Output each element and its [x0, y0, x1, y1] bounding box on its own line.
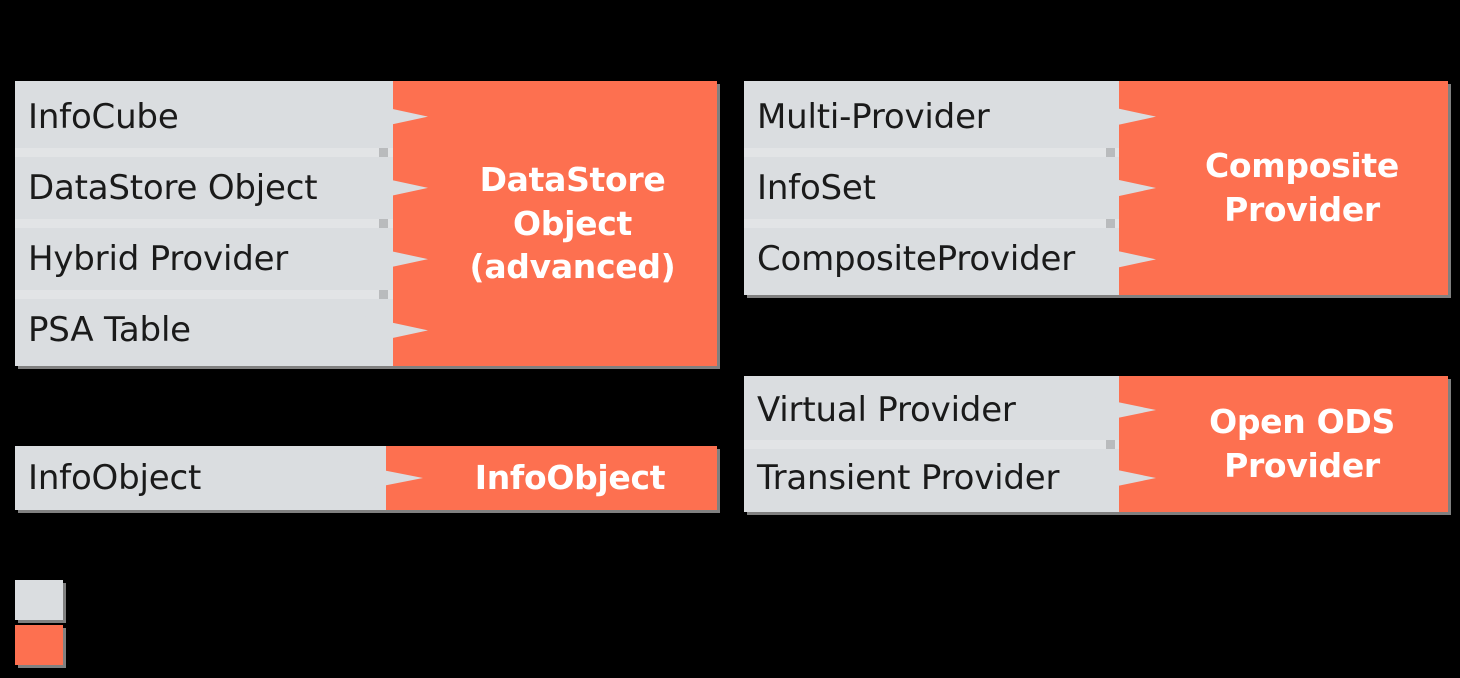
source-label: Hybrid Provider — [28, 239, 289, 280]
source-list-composite: Multi-Provider InfoSet CompositeProvider — [757, 81, 1117, 295]
source-label: DataStore Object — [28, 167, 318, 208]
source-item[interactable]: InfoSet — [757, 152, 1117, 223]
block-datastore-object-advanced[interactable]: InfoCube DataStore Object Hybrid Provide… — [15, 81, 717, 366]
target-label-datastore: DataStore Object (advanced) — [469, 160, 676, 287]
source-item[interactable]: InfoObject — [28, 446, 383, 510]
block-infoobject[interactable]: InfoObject InfoObject — [15, 446, 717, 510]
target-label-composite: Composite Provider — [1205, 146, 1399, 229]
source-label: CompositeProvider — [757, 239, 1076, 280]
source-label: Virtual Provider — [757, 390, 1016, 430]
legend-swatch-source — [15, 580, 63, 620]
source-item[interactable]: PSA Table — [28, 295, 388, 366]
target-panel-composite — [1119, 81, 1448, 295]
chevron-column-composite — [744, 81, 1156, 295]
source-item[interactable]: Virtual Provider — [757, 376, 1117, 444]
target-panel-datastore — [393, 81, 717, 366]
source-list-datastore: InfoCube DataStore Object Hybrid Provide… — [28, 81, 388, 366]
block-open-ods-provider[interactable]: Virtual Provider Transient Provider Open… — [744, 376, 1448, 512]
source-item[interactable]: InfoCube — [28, 81, 388, 152]
target-panel-infoobject — [386, 446, 717, 510]
legend-swatch-target — [15, 625, 63, 665]
target-label-openods: Open ODS Provider — [1209, 402, 1395, 485]
legend — [15, 580, 63, 665]
chevron-column-datastore — [15, 81, 428, 366]
source-label: Multi-Provider — [757, 96, 990, 137]
source-item[interactable]: Multi-Provider — [757, 81, 1117, 152]
block-composite-provider[interactable]: Multi-Provider InfoSet CompositeProvider… — [744, 81, 1448, 295]
source-label: Transient Provider — [757, 458, 1060, 498]
source-item[interactable]: CompositeProvider — [757, 224, 1117, 295]
target-panel-openods — [1119, 376, 1448, 512]
target-label-infoobject: InfoObject — [474, 458, 666, 498]
source-label: InfoSet — [757, 167, 876, 208]
source-list-infoobject: InfoObject — [28, 446, 383, 510]
source-item[interactable]: Transient Provider — [757, 444, 1117, 512]
source-label: InfoCube — [28, 96, 179, 137]
source-label: InfoObject — [28, 458, 202, 498]
source-item[interactable]: Hybrid Provider — [28, 224, 388, 295]
source-label: PSA Table — [28, 310, 191, 351]
source-list-openods: Virtual Provider Transient Provider — [757, 376, 1117, 512]
source-item[interactable]: DataStore Object — [28, 152, 388, 223]
chevron-column-openods — [744, 376, 1156, 512]
chevron-column-infoobject — [15, 446, 423, 510]
